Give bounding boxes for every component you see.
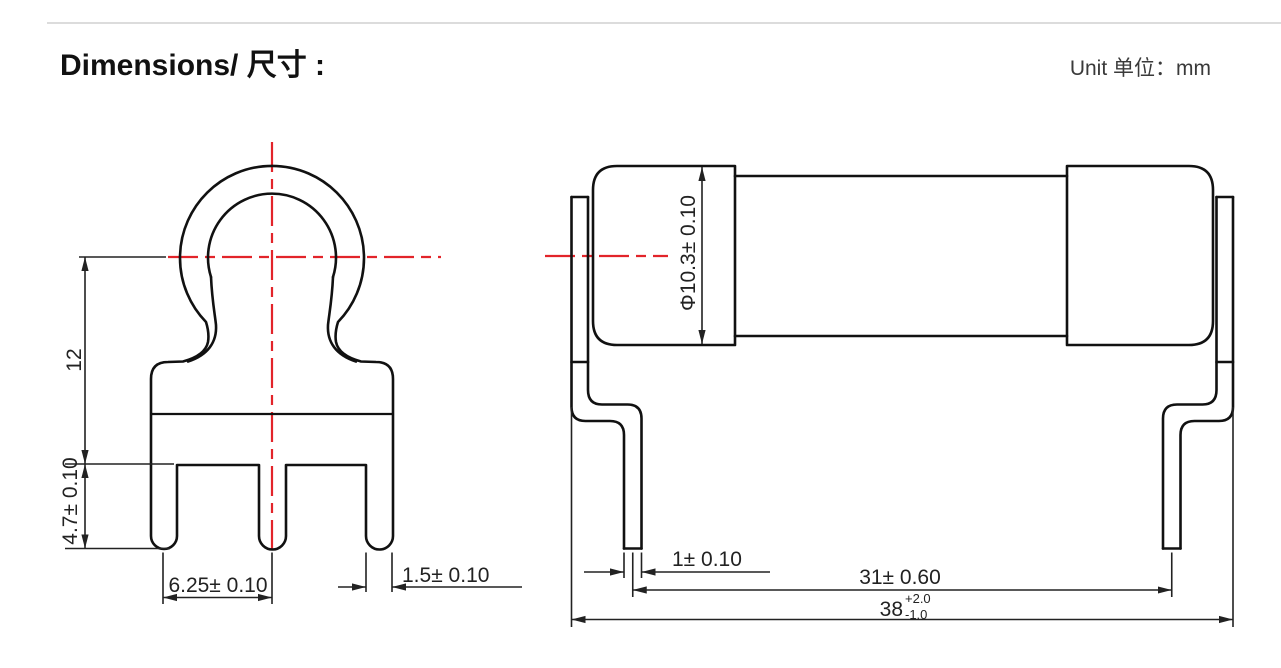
dim-lead-pitch: 6.25± 0.10 xyxy=(162,552,273,604)
left-clip-lead xyxy=(570,195,643,550)
dim-lead-thickness: 1± 0.10 xyxy=(584,548,770,578)
dim-diameter: Φ10.3± 0.10 xyxy=(677,167,706,344)
side-view: Φ10.3± 0.10 1± 0.10 31± 0.60 xyxy=(545,164,1235,627)
dim-diameter-label: Φ10.3± 0.10 xyxy=(677,195,700,311)
dim-body-height-label: 12 xyxy=(63,348,86,371)
clip-inner-neck-right xyxy=(326,275,358,363)
top-divider-line xyxy=(47,22,1281,24)
dim-leg-width-label: 1.5± 0.10 xyxy=(402,564,489,587)
dim-body-height: 12 xyxy=(63,256,166,464)
clip-inner-ring xyxy=(206,192,338,279)
dim-lead-span: 31± 0.60 xyxy=(631,552,1173,597)
dim-overall-width-label: 38 xyxy=(880,598,903,621)
clip-inner-neck-left xyxy=(186,275,218,363)
fuse-left-cap xyxy=(591,164,737,347)
clip-outline xyxy=(149,164,395,551)
dim-lead-span-label: 31± 0.60 xyxy=(859,566,941,589)
page-title: Dimensions/ 尺寸 : xyxy=(60,49,326,82)
fuse-right-cap xyxy=(1065,164,1215,347)
right-clip-lead xyxy=(1161,195,1235,550)
dim-lead-pitch-label: 6.25± 0.10 xyxy=(168,574,267,597)
dim-overall-width: 38 +2.0 -1.0 xyxy=(570,407,1234,627)
dim-overall-tol-minus-label: -1.0 xyxy=(905,607,927,622)
dim-leg-length-label: 4.7± 0.10 xyxy=(59,457,82,544)
dim-leg-width: 1.5± 0.10 xyxy=(338,552,522,592)
unit-label: Unit 单位：mm xyxy=(1069,57,1211,80)
dim-lead-thickness-label: 1± 0.10 xyxy=(672,548,742,571)
front-view: 12 4.7± 0.10 6.25± 0.10 xyxy=(59,142,522,604)
dim-leg-length: 4.7± 0.10 xyxy=(59,457,174,550)
dim-overall-tol-plus-label: +2.0 xyxy=(905,591,931,606)
